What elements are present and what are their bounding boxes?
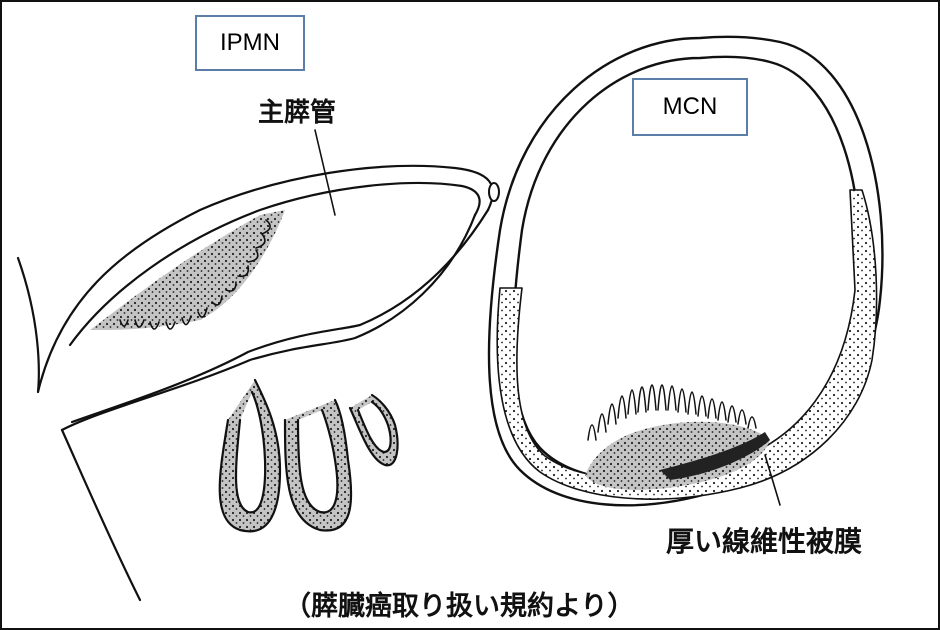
source-caption: （膵臓癌取り扱い規約より）: [284, 591, 635, 622]
main-duct-label: 主膵管: [258, 98, 337, 128]
mcn-label: MCN: [662, 93, 718, 120]
ipmn-label: IPMN: [220, 29, 280, 56]
mcn-label-box: MCN: [632, 78, 748, 136]
mcn-drawing: [487, 35, 884, 507]
fibrous-capsule-label: 厚い線維性被膜: [666, 525, 863, 558]
ipmn-drawing: [16, 129, 494, 602]
connection-node: [488, 182, 500, 202]
ipmn-label-box: IPMN: [195, 15, 305, 71]
